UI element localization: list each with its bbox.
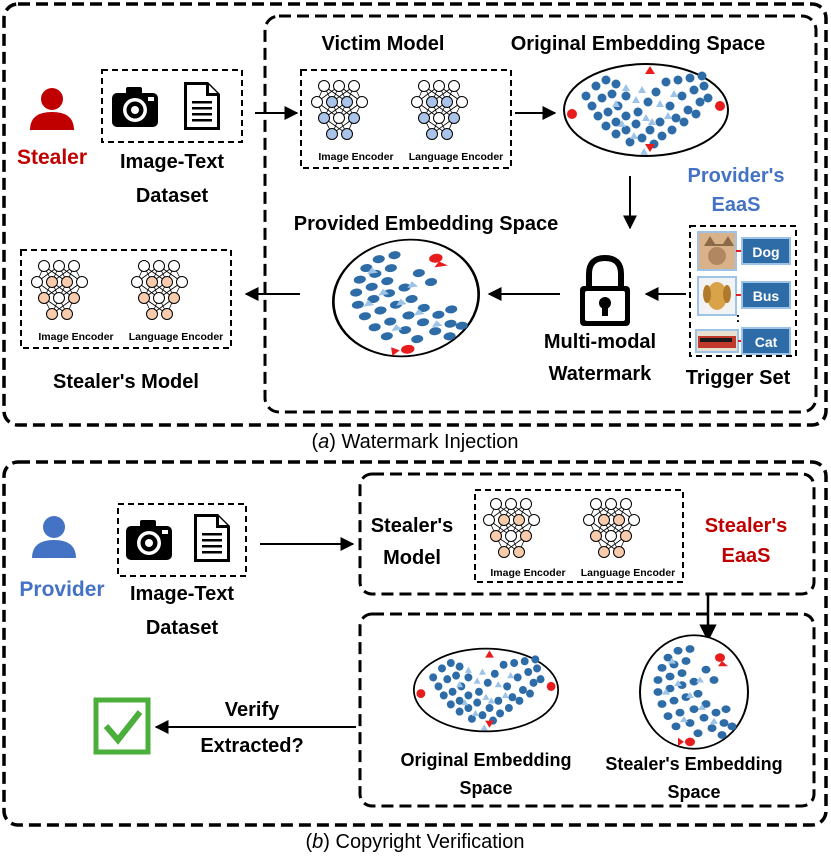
stealer-b-image-encoder-label: Image Encoder: [490, 567, 565, 579]
stealers-eaas-label-1: Stealer's: [705, 515, 788, 537]
trigger-row-3: Cat: [695, 327, 791, 355]
caption-a-letter: a: [318, 431, 329, 453]
stealer-space-label-2: Space: [667, 782, 720, 802]
provider-eaas-label-1: Provider's: [687, 165, 784, 187]
camera-icon-b: [126, 520, 172, 560]
document-icon: [184, 82, 220, 130]
trigger-label-3: Cat: [755, 334, 778, 350]
trigger-label-2: Bus: [753, 288, 780, 304]
trigger-label-box-3: [741, 327, 791, 355]
dataset-box: [101, 69, 243, 143]
caption-b-letter: b: [312, 831, 323, 853]
stealers-model-label: Stealer's Model: [53, 371, 199, 393]
trigger-set-box: [689, 225, 797, 357]
provided-space-title: Provided Embedding Space: [294, 213, 559, 235]
provider-label: Provider: [19, 578, 104, 601]
dataset-box-b: [117, 503, 247, 577]
dog-face-icon: [707, 282, 727, 310]
victim-model-title: Victim Model: [322, 33, 445, 55]
comparison-box: [358, 612, 816, 808]
cat-face-icon: [708, 247, 726, 265]
stealer-space-label-1: Stealer's Embedding: [605, 754, 782, 774]
verify-label-1: Verify: [225, 699, 280, 721]
victim-image-encoder-net: [311, 80, 368, 140]
cat-ears-icon: [704, 236, 734, 246]
victim-image-encoder-label: Image Encoder: [318, 151, 393, 163]
trigger-label-box-1: [741, 237, 791, 265]
panel-b: Provider Image-Text Dataset Stealer's Mo…: [2, 460, 828, 827]
original-embedding-space: [563, 63, 729, 157]
original-space-b-label-2: Space: [459, 778, 512, 798]
stealer-b-language-encoder-net: [583, 498, 640, 558]
verify-label-2: Extracted?: [200, 735, 303, 757]
stealers-model-box: [20, 249, 232, 349]
trigger-ellipsis: :: [736, 309, 741, 325]
stealers-eaas-label-2: EaaS: [722, 545, 771, 567]
caption-b-text: Copyright Verification: [336, 831, 525, 853]
stealer-language-encoder-net: [131, 260, 188, 320]
document-icon-b: [194, 514, 230, 562]
trigger-set-label: Trigger Set: [686, 367, 791, 389]
stealers-model-b-label-1: Stealer's: [371, 515, 454, 537]
trigger-label-1: Dog: [752, 244, 779, 260]
stealers-model-b-label-2: Model: [383, 547, 441, 569]
stealer-image-encoder-net: [31, 260, 88, 320]
stealer-b-image-encoder-net: [483, 498, 540, 558]
victim-model-box: [300, 69, 512, 169]
watermark-label-1: Multi-modal: [544, 331, 656, 353]
camera-icon: [112, 87, 158, 127]
trigger-row-2: Bus: [697, 276, 791, 316]
victim-language-encoder-label: Language Encoder: [409, 151, 504, 163]
provided-embedding-space: [324, 228, 488, 368]
caption-b: (b) Copyright Verification: [306, 831, 525, 853]
stealer-person-icon: [30, 88, 74, 130]
dataset-label-2: Dataset: [136, 185, 209, 207]
watermark-label-2: Watermark: [549, 363, 653, 385]
original-embedding-space-b: [412, 647, 560, 733]
trigger-row-1: Dog: [697, 231, 791, 271]
victim-language-encoder-net: [411, 80, 468, 140]
dataset-b-label-1: Image-Text: [130, 583, 234, 605]
stealer-b-language-encoder-label: Language Encoder: [581, 567, 676, 579]
checkmark-icon: [93, 697, 151, 755]
lock-icon: [580, 258, 630, 326]
stealer-model-b-box: [474, 489, 684, 583]
provider-person-icon: [32, 516, 76, 558]
stealer-image-encoder-label: Image Encoder: [38, 331, 113, 343]
stealer-label: Stealer: [17, 146, 87, 169]
original-space-title: Original Embedding Space: [511, 33, 766, 55]
panel-a: Stealer Image-Text Dataset Victim Model …: [2, 2, 828, 427]
caption-a-text: Watermark Injection: [341, 431, 518, 453]
trigger-label-box-2: [741, 281, 791, 309]
dataset-label-1: Image-Text: [120, 151, 224, 173]
stealer-embedding-space: [639, 634, 749, 750]
caption-a: (a) Watermark Injection: [311, 431, 518, 453]
provider-eaas-label-2: EaaS: [712, 194, 761, 216]
dataset-b-label-2: Dataset: [146, 617, 219, 639]
stealer-language-encoder-label: Language Encoder: [129, 331, 224, 343]
original-space-b-label-1: Original Embedding: [400, 750, 571, 770]
stealer-eaas-box: [358, 472, 816, 596]
